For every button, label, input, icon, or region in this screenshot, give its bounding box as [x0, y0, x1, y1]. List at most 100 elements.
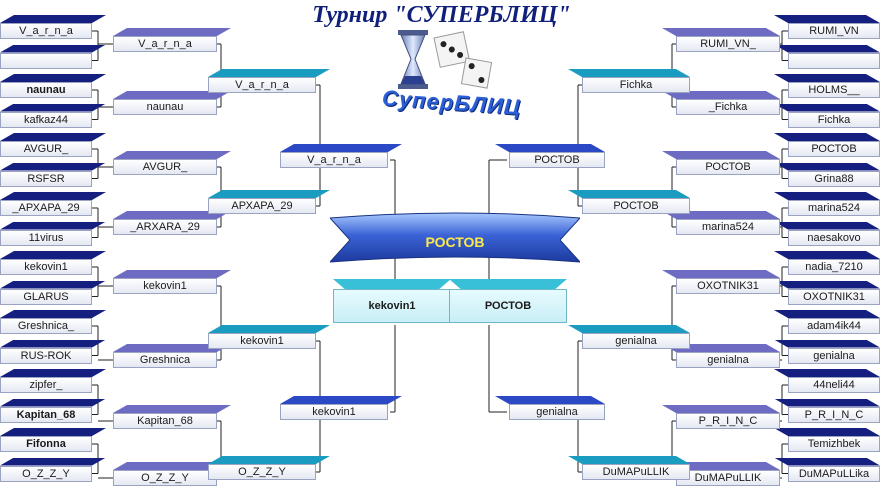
right-r4-slot: РОСТОВ: [495, 144, 605, 168]
left-r3-slot: АРХАРА_29: [208, 190, 330, 214]
right-r1-player-name: HOLMS__: [788, 82, 880, 98]
left-r3-slot: kekovin1: [208, 325, 330, 349]
right-r2-player-name: P_R_I_N_C: [676, 413, 780, 429]
right-r1-slot: Temizhbek: [774, 428, 880, 452]
left-r1-player-name: RUS-ROK: [0, 347, 92, 364]
right-r1-slot: naesakovo: [774, 222, 880, 246]
right-r2-slot: OXOTNIK31: [662, 270, 780, 294]
right-r4-slot: genialna: [495, 396, 605, 420]
left-r3-player-name: kekovin1: [208, 333, 316, 349]
left-r1-player-name: Fifonna: [0, 436, 92, 452]
right-r1-player-name: Fichka: [788, 111, 880, 128]
left-r1-slot: RSFSR: [0, 163, 106, 187]
right-r1-slot: HOLMS__: [774, 74, 880, 98]
right-r1-player-name: RUMI_VN: [788, 23, 880, 39]
right-r1-player-name: P_R_I_N_C: [788, 406, 880, 423]
left-r1-slot: Kapitan_68: [0, 399, 106, 423]
left-r1-player-name: RSFSR: [0, 170, 92, 187]
final-slot-right: РОСТОВ: [449, 279, 567, 325]
left-r1-slot: _АРХАРА_29: [0, 192, 106, 216]
right-r1-player-name: OXOTNIK31: [788, 288, 880, 305]
left-r2-slot: kekovin1: [113, 270, 231, 294]
left-r1-slot: zipfer_: [0, 369, 106, 393]
left-r1-slot: GLARUS: [0, 281, 106, 305]
right-r1-player-name: [788, 52, 880, 69]
left-r2-slot: V_a_r_n_a: [113, 28, 231, 52]
left-r1-player-name: 11virus: [0, 229, 92, 246]
right-r2-slot: genialna: [662, 344, 780, 368]
right-r1-slot: OXOTNIK31: [774, 281, 880, 305]
left-r2-player-name: Greshnica: [113, 352, 217, 368]
right-r3-player-name: Fichka: [582, 77, 690, 93]
right-r1-player-name: 44neli44: [788, 377, 880, 393]
right-r2-player-name: RUMI_VN_: [676, 36, 780, 52]
right-r1-player-name: marina524: [788, 200, 880, 216]
left-r1-slot: O_Z_Z_Y: [0, 458, 106, 482]
left-r3-slot: O_Z_Z_Y: [208, 456, 330, 480]
left-r3-player-name: АРХАРА_29: [208, 198, 316, 214]
left-r4-slot: V_a_r_n_a: [280, 144, 402, 168]
right-r2-slot: RUMI_VN_: [662, 28, 780, 52]
right-r2-player-name: РОСТОВ: [676, 159, 780, 175]
winner-name: РОСТОВ: [425, 234, 485, 250]
left-r2-player-name: O_Z_Z_Y: [113, 470, 217, 486]
right-r2-slot: P_R_I_N_C: [662, 405, 780, 429]
final-slot-left: kekovin1: [333, 279, 451, 325]
right-r2-player-name: _Fichka: [676, 99, 780, 115]
left-r1-slot: naunau: [0, 74, 106, 98]
right-r1-slot: genialna: [774, 340, 880, 364]
right-r3-player-name: DuMAPuLLIK: [582, 464, 690, 480]
right-r1-player-name: adam4ik44: [788, 318, 880, 334]
right-r2-slot: marina524: [662, 211, 780, 235]
left-r2-slot: AVGUR_: [113, 151, 231, 175]
right-r2-player-name: DuMAPuLLIK: [676, 470, 780, 486]
hourglass-dice-icon: [398, 30, 493, 89]
left-r1-player-name: [0, 52, 92, 69]
left-r1-player-name: kekovin1: [0, 259, 92, 275]
winner-banner: [330, 212, 580, 268]
left-r1-player-name: O_Z_Z_Y: [0, 465, 92, 482]
left-r1-player-name: Greshnica_: [0, 318, 92, 334]
left-r2-player-name: naunau: [113, 99, 217, 115]
left-r1-slot: V_a_r_n_a: [0, 15, 106, 39]
right-r1-slot: Fichka: [774, 104, 880, 128]
right-r2-player-name: marina524: [676, 219, 780, 235]
left-r1-slot: Greshnica_: [0, 310, 106, 334]
left-r2-slot: naunau: [113, 91, 231, 115]
right-r1-slot: P_R_I_N_C: [774, 399, 880, 423]
right-r3-slot: РОСТОВ: [568, 190, 690, 214]
right-r2-slot: DuMAPuLLIK: [662, 462, 780, 486]
right-r1-slot: adam4ik44: [774, 310, 880, 334]
left-r1-player-name: Kapitan_68: [0, 406, 92, 423]
left-r4-player-name: V_a_r_n_a: [280, 152, 388, 168]
left-r1-slot: kafkaz44: [0, 104, 106, 128]
left-r1-player-name: GLARUS: [0, 288, 92, 305]
left-r1-slot: kekovin1: [0, 251, 106, 275]
right-r1-slot: [774, 45, 880, 69]
right-r1-slot: nadia_7210: [774, 251, 880, 275]
left-r1-player-name: _АРХАРА_29: [0, 200, 92, 216]
right-r2-slot: РОСТОВ: [662, 151, 780, 175]
right-r1-player-name: genialna: [788, 347, 880, 364]
left-r2-slot: Greshnica: [113, 344, 231, 368]
final-left-name: kekovin1: [333, 289, 451, 323]
left-r1-slot: [0, 45, 106, 69]
left-r3-player-name: O_Z_Z_Y: [208, 464, 316, 480]
right-r2-slot: _Fichka: [662, 91, 780, 115]
page-title: Турнир "СУПЕРБЛИЦ": [312, 2, 571, 28]
right-r1-player-name: nadia_7210: [788, 259, 880, 275]
right-r3-slot: DuMAPuLLIK: [568, 456, 690, 480]
right-r1-slot: marina524: [774, 192, 880, 216]
left-r1-player-name: zipfer_: [0, 377, 92, 393]
right-r4-player-name: РОСТОВ: [509, 152, 605, 168]
final-right-name: РОСТОВ: [449, 289, 567, 323]
left-r1-player-name: naunau: [0, 82, 92, 98]
left-r2-player-name: AVGUR_: [113, 159, 217, 175]
right-r1-slot: Grina88: [774, 163, 880, 187]
right-r3-slot: genialna: [568, 325, 690, 349]
left-r1-slot: AVGUR_: [0, 133, 106, 157]
tournament-logo: СуперБЛИЦ: [372, 28, 522, 128]
left-r2-player-name: kekovin1: [113, 278, 217, 294]
left-r4-slot: kekovin1: [280, 396, 402, 420]
